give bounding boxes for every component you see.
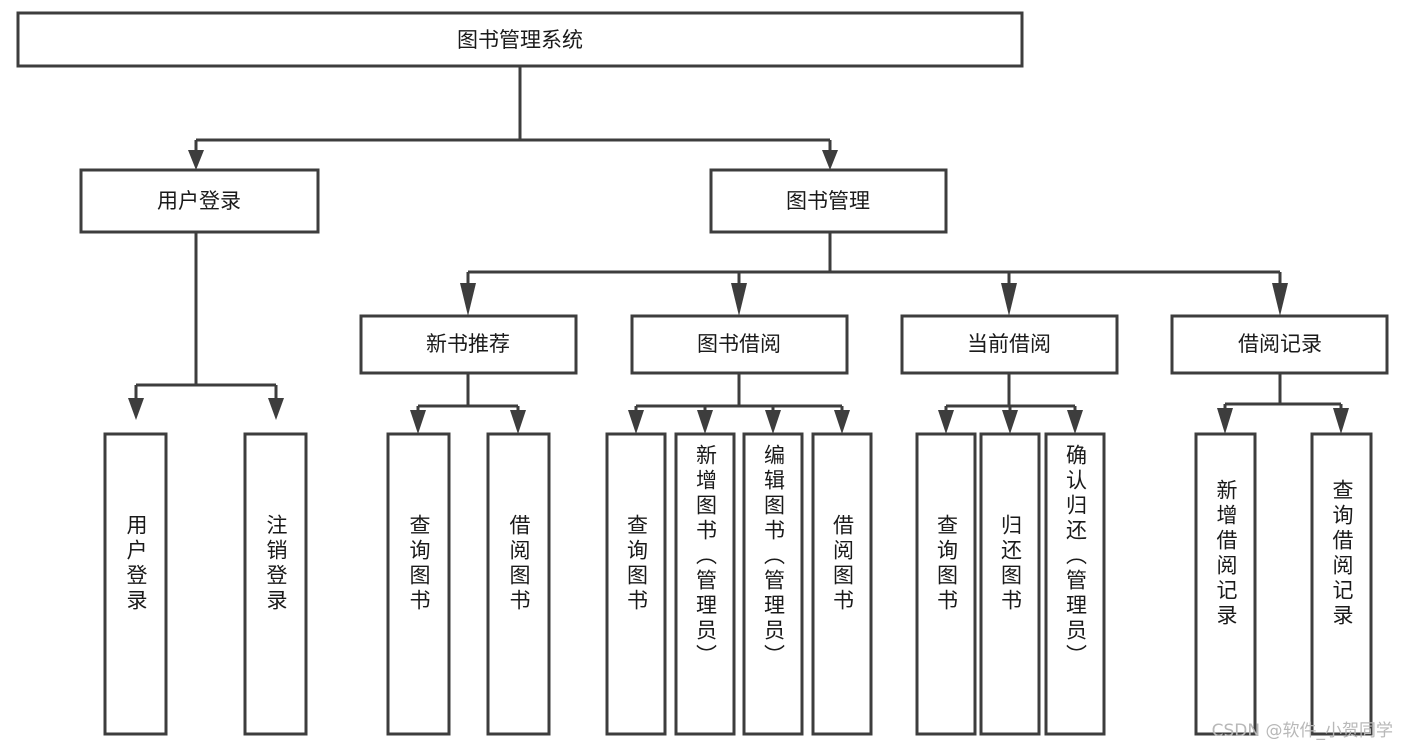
arrow-cb-leaf-1	[938, 410, 954, 434]
leaf-box-return-book[interactable]	[979, 432, 1041, 736]
leaf-box-user-login[interactable]	[103, 432, 168, 736]
node-borrow-record[interactable]: 借阅记录	[1170, 314, 1389, 375]
node-box	[900, 314, 1119, 375]
leaf-box-confirm-return-admin[interactable]	[1044, 432, 1106, 736]
node-box	[79, 168, 320, 234]
node-label: 图书管理系统	[457, 28, 583, 52]
node-current-borrow[interactable]: 当前借阅	[900, 314, 1119, 375]
node-label: 图书借阅	[697, 332, 781, 356]
arrow-bb-leaf-4	[834, 410, 850, 434]
arrow-user-login-leaf-2	[268, 398, 284, 420]
arrow-user-login-leaf-1	[128, 398, 144, 420]
leaf-box-query-borrow-record[interactable]	[1310, 432, 1373, 736]
arrow-nbr-leaf-1	[410, 410, 426, 434]
node-user-login[interactable]: 用户登录	[79, 168, 320, 234]
arrow-bm-to-borrow-record	[1272, 283, 1288, 316]
node-box	[709, 168, 948, 234]
arrow-bb-leaf-2	[697, 410, 713, 434]
node-box	[1170, 314, 1389, 375]
leaf-box-edit-book-admin[interactable]	[742, 432, 804, 736]
leaf-box-layer	[103, 432, 1373, 736]
node-label: 图书管理	[786, 189, 870, 213]
leaf-box-add-book-admin[interactable]	[674, 432, 736, 736]
arrow-root-to-user-login	[188, 150, 204, 170]
node-label: 用户登录	[157, 189, 241, 213]
node-label: 借阅记录	[1238, 332, 1322, 356]
arrow-cb-leaf-2	[1002, 410, 1018, 434]
node-book-management-system[interactable]: 图书管理系统	[16, 11, 1024, 68]
node-label: 当前借阅	[967, 332, 1051, 356]
node-new-book-recommend[interactable]: 新书推荐	[359, 314, 578, 375]
arrow-cb-leaf-3	[1067, 410, 1083, 434]
arrow-bm-to-current-borrow	[1001, 283, 1017, 316]
node-book-borrow[interactable]: 图书借阅	[630, 314, 849, 375]
leaf-box-borrow-book-2[interactable]	[811, 432, 873, 736]
arrow-root-to-book-management	[822, 150, 838, 170]
leaf-box-logout-login[interactable]	[243, 432, 308, 736]
node-box	[16, 11, 1024, 68]
arrow-br-leaf-2	[1333, 408, 1349, 434]
leaf-box-add-borrow-record[interactable]	[1194, 432, 1257, 736]
arrow-bb-leaf-1	[628, 410, 644, 434]
leaf-box-query-book-3[interactable]	[915, 432, 977, 736]
leaf-box-query-book-1[interactable]	[386, 432, 451, 736]
arrow-nbr-leaf-2	[510, 410, 526, 434]
leaf-box-query-book-2[interactable]	[605, 432, 667, 736]
arrow-bm-to-book-borrow	[731, 283, 747, 316]
node-label: 新书推荐	[426, 332, 510, 356]
arrow-bm-to-new-book-recommend	[460, 283, 476, 316]
arrow-bb-leaf-3	[765, 410, 781, 434]
leaf-box-borrow-book-1[interactable]	[486, 432, 551, 736]
arrow-br-leaf-1	[1217, 408, 1233, 434]
node-book-management[interactable]: 图书管理	[709, 168, 948, 234]
node-box	[630, 314, 849, 375]
connector-layer	[128, 66, 1349, 434]
node-box	[359, 314, 578, 375]
